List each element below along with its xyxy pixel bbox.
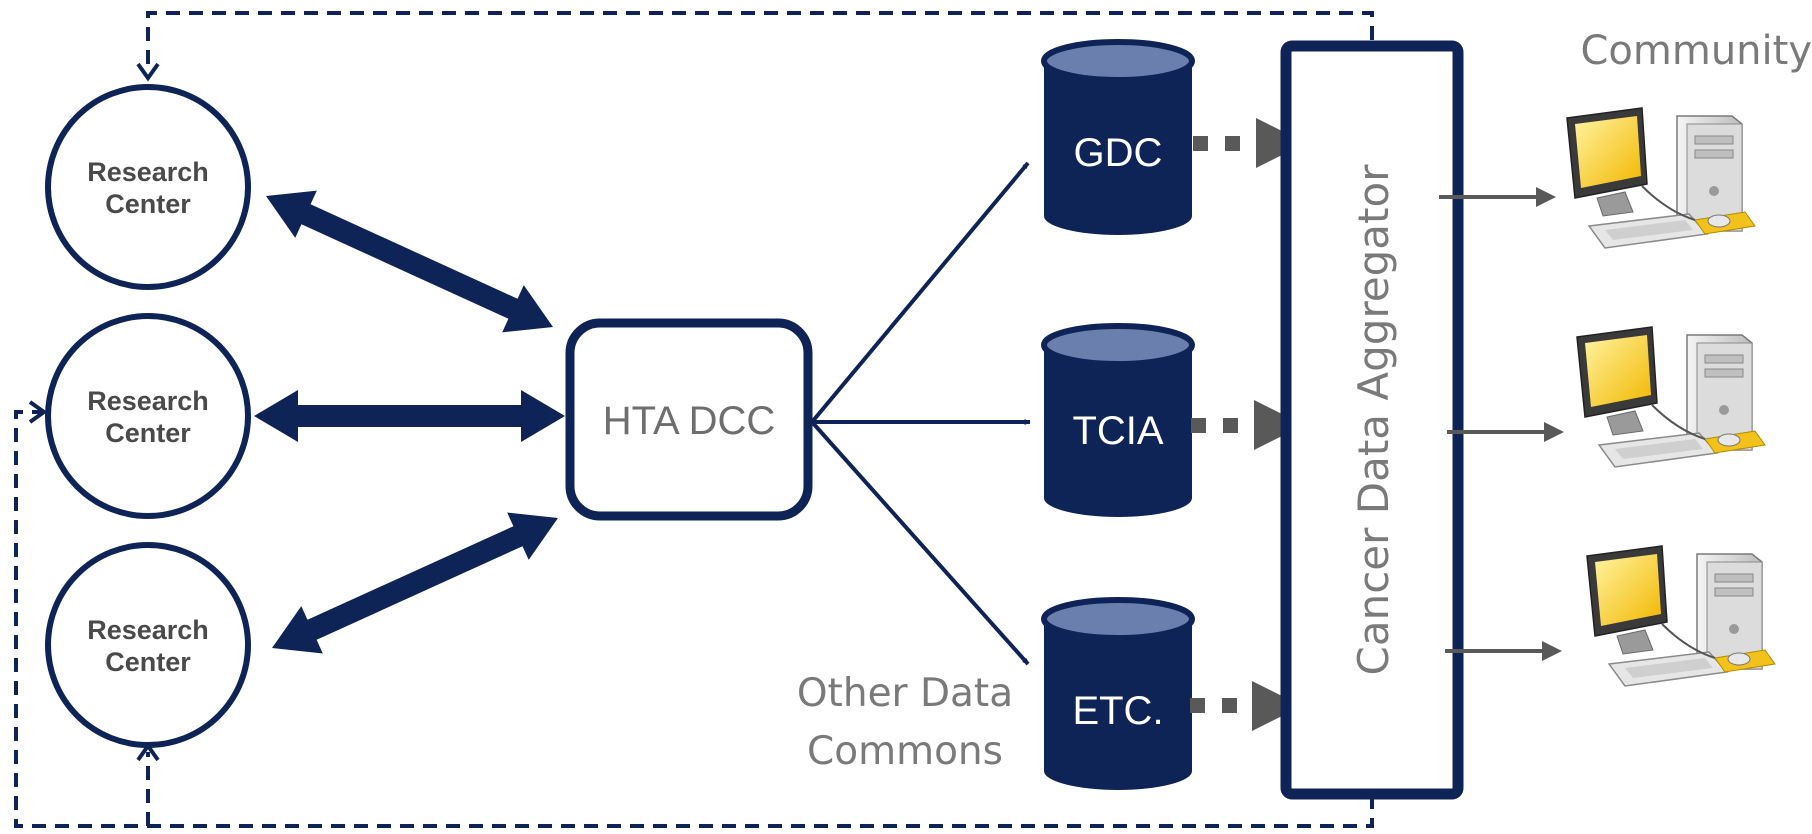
database-gdc: GDC	[1041, 39, 1195, 235]
hub-to-database-arrows	[810, 161, 1031, 666]
research-center-3-line1: Research	[87, 615, 209, 645]
etc-to-aggregator-arrow	[1190, 681, 1302, 731]
aggregator-to-community-arrows	[1439, 187, 1564, 661]
community-label: Community	[1580, 28, 1812, 74]
research-center-2-line2: Center	[105, 418, 191, 448]
gdc-label: GDC	[1074, 131, 1163, 175]
etc-label: ETC.	[1072, 689, 1163, 733]
bidirectional-arrow-2	[254, 390, 565, 442]
arrow-to-gdc	[810, 161, 1030, 424]
database-tcia: TCIA	[1041, 323, 1195, 517]
research-center-3-line2: Center	[105, 647, 191, 677]
other-data-commons-line2: Commons	[807, 729, 1003, 774]
desktop-computer-icon	[1586, 545, 1776, 687]
desktop-computer-icon	[1566, 107, 1756, 249]
research-center-1: Research Center	[45, 84, 251, 290]
bidirectional-arrow-1	[266, 190, 554, 333]
research-center-2: Research Center	[45, 313, 251, 519]
feedback-loop-connector	[14, 11, 1374, 828]
bidirectional-arrow-3	[272, 512, 559, 654]
research-center-3: Research Center	[45, 542, 251, 748]
tcia-to-aggregator-arrow	[1191, 400, 1304, 450]
desktop-computer-icon	[1576, 326, 1766, 468]
hta-dcc-label: HTA DCC	[603, 399, 776, 443]
research-center-2-line1: Research	[87, 386, 209, 416]
database-etc: ETC.	[1041, 597, 1195, 790]
research-center-1-line2: Center	[105, 189, 191, 219]
tcia-label: TCIA	[1072, 409, 1163, 453]
research-center-1-line1: Research	[87, 157, 209, 187]
arrow-to-etc	[810, 420, 1030, 666]
cancer-data-aggregator: Cancer Data Aggregator	[1280, 40, 1464, 800]
hta-dcc-hub: HTA DCC	[565, 318, 813, 521]
other-data-commons-line1: Other Data	[797, 671, 1013, 716]
aggregator-label: Cancer Data Aggregator	[1349, 164, 1398, 676]
